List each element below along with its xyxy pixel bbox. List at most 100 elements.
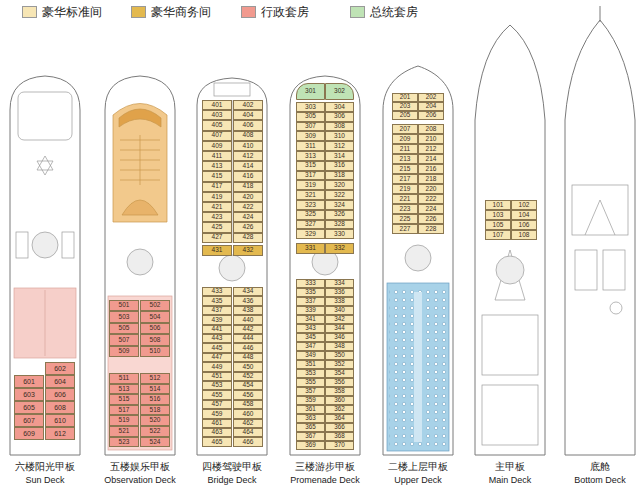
cabin-number: 513 [119,386,130,393]
cabin-box: 332 [325,243,354,254]
cabin-box: 211 [392,144,418,154]
cabin-box: 318 [325,171,354,181]
legend-text: 行政套房 [261,5,309,19]
legend-text: 豪华商务间 [151,5,211,19]
cabin-box: 524 [140,437,170,448]
deck-name: Main Deck [489,476,532,486]
cabin-number: 316 [334,162,345,169]
cabin-number: 516 [150,396,161,403]
cabin-number: 340 [334,307,345,313]
cabin-box: 439 [202,315,232,324]
cabin-box: 328 [325,220,354,230]
cabin-number: 214 [426,156,437,163]
cabin-box: 220 [418,184,444,194]
cabin-box: 212 [418,144,444,154]
cabin-box: 519 [109,415,139,426]
legend-text: 总统套房 [370,5,418,19]
cabin-box: 208 [418,124,444,134]
deck-name: 五楼娱乐甲板 [110,462,170,472]
cabin-box: 317 [296,171,325,181]
cabin-box: 410 [233,141,263,151]
cabin-box: 512 [140,373,170,384]
cabin-box: 465 [202,437,232,446]
cabin-number: 363 [305,415,316,421]
cabin-box: 606 [45,388,75,401]
cabin-number: 312 [334,143,345,150]
cabin-number: 303 [305,104,316,111]
sun-deck-details [14,92,76,358]
cabin-number: 325 [305,211,316,218]
cabin-number: 302 [334,88,345,95]
cabin-box: 612 [45,427,75,440]
cabin-number: 353 [305,370,316,376]
cabin-number: 462 [243,420,254,427]
cabin-box: 401 [202,100,232,110]
cabin-box: 365 [296,423,325,432]
cabin-box: 426 [233,222,263,232]
dining-hall [387,283,449,451]
cabin-number: 101 [493,202,504,209]
cabin-number: 334 [334,280,345,286]
cabin-number: 610 [54,417,66,424]
sun-deck-hull [10,76,80,455]
cabin-number: 612 [54,430,66,437]
cabin-box: 207 [392,124,418,134]
cabin-box: 425 [202,222,232,232]
engine-room [572,185,628,235]
cabin-box: 455 [202,390,232,399]
cabin-box: 409 [202,141,232,151]
cabin-box: 418 [233,182,263,192]
cabin-number: 311 [305,143,315,150]
cabin-number: 348 [334,343,345,349]
cabin-number: 401 [212,102,223,109]
machinery [603,250,625,290]
cabin-box: 422 [233,202,263,212]
dining-tables [389,286,447,448]
cabin-number: 416 [243,173,254,180]
cabin-number: 451 [212,373,223,380]
cabin-box: 364 [325,414,354,423]
cabin-number: 356 [334,379,345,385]
cabin-number: 329 [305,231,316,238]
cabin-box: 203 [392,102,418,111]
cabin-box: 329 [296,229,325,239]
cabin-number: 305 [305,113,316,120]
bottom-deck-details [572,185,628,314]
dance-floor [122,200,158,215]
cabin-box: 335 [296,288,325,297]
cabin-number: 409 [212,143,223,150]
cabin-box: 414 [233,161,263,171]
cabin-box: 460 [233,409,263,418]
cabin-box: 313 [296,151,325,161]
cabin-number: 217 [400,176,411,183]
cabin-number: 509 [119,348,130,355]
cabin-number: 351 [305,361,316,367]
cabin-number: 426 [243,224,254,231]
cabin-number: 431 [212,247,223,254]
cabin-box: 360 [325,396,354,405]
cabin-box: 522 [140,426,170,437]
cabin-box: 320 [325,180,354,190]
cabin-number: 607 [23,417,35,424]
cabin-number: 524 [150,439,161,446]
cabin-box: 309 [296,131,325,141]
cabin-box: 323 [296,200,325,210]
cabin-number: 458 [243,401,254,408]
stair-block [62,232,74,258]
cabin-number: 307 [305,123,316,130]
cabin-number: 412 [243,153,254,160]
cabin-box: 333 [296,279,325,288]
cabin-number: 337 [305,298,316,304]
staircase [496,256,524,284]
cabin-number: 361 [305,406,316,412]
cabin-number: 445 [212,345,223,352]
cabin-number: 454 [243,382,254,389]
cabin-box: 209 [392,134,418,144]
cabin-box: 464 [233,428,263,437]
cabin-number: 446 [243,345,254,352]
cabin-box: 103 [485,210,511,220]
cabin-number: 421 [212,204,223,211]
cabin-box: 513 [109,384,139,395]
cabin-number: 452 [243,373,254,380]
cabin-box: 366 [325,423,354,432]
